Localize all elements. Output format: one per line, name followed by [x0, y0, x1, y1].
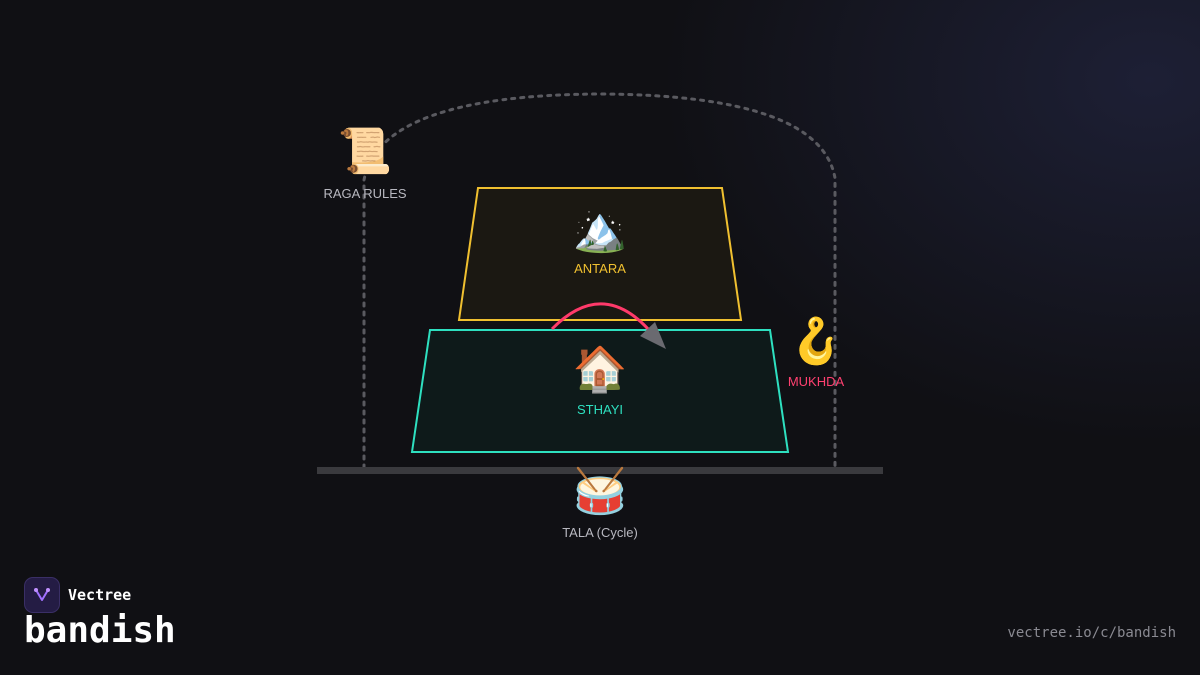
- return-arrow-head: [640, 322, 666, 349]
- antara-plane: [457, 187, 743, 321]
- antara-label: ANTARA: [574, 261, 626, 276]
- tala-label: TALA (Cycle): [562, 525, 638, 540]
- return-arrow: [550, 302, 657, 338]
- mukhda-label: MUKHDA: [787, 374, 845, 389]
- drum-icon: 🥁: [572, 466, 628, 517]
- house-icon: 🏠: [572, 344, 628, 395]
- sthayi-label: STHAYI: [577, 402, 623, 417]
- brand: Vectree: [24, 577, 131, 613]
- brand-name: Vectree: [68, 586, 132, 604]
- vectree-logo-icon: [24, 577, 60, 613]
- raga-boundary-dashed-line: [362, 92, 837, 470]
- raga-rules-label: RAGA RULES: [323, 186, 407, 201]
- page-title: bandish: [24, 610, 176, 651]
- tala-rail: [317, 467, 883, 474]
- mountain-icon: 🏔️: [572, 204, 628, 255]
- source-url: vectree.io/c/bandish: [1007, 625, 1176, 641]
- scroll-icon: 📜: [337, 126, 393, 177]
- hook-icon: 🪝: [788, 316, 844, 367]
